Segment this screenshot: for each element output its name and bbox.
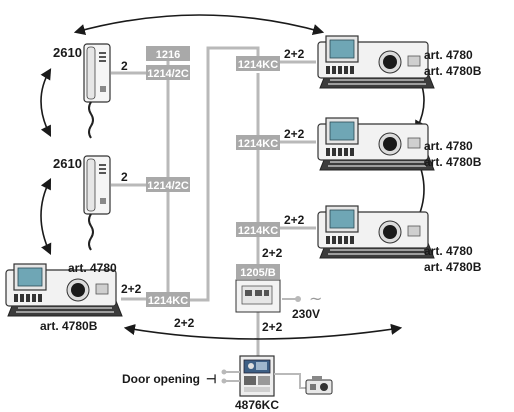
door-entry-panel: 4876KC bbox=[235, 355, 279, 412]
panel-bus-wires: 2+2 bbox=[262, 320, 283, 334]
left-monitor-wires: 2+2 bbox=[121, 282, 142, 296]
module-1214kc-top: 1214KC bbox=[236, 56, 280, 71]
right-monitor-2-art: art. 4780 bbox=[424, 139, 473, 153]
svg-text:1216: 1216 bbox=[156, 49, 180, 61]
power-supply-label: 1205/B bbox=[240, 267, 276, 279]
module-1214-2c-a: 1214/2C bbox=[146, 65, 190, 80]
handset-1-wires: 2 bbox=[121, 59, 128, 73]
intercom-handset-icon bbox=[83, 155, 111, 251]
video-monitor-icon bbox=[317, 35, 435, 89]
handset-2-label: 2610 bbox=[53, 156, 82, 171]
handset-2: 2610 2 bbox=[53, 155, 128, 251]
handset-1: 2610 2 bbox=[53, 43, 128, 139]
right-monitor-1-art-b: art. 4780B bbox=[424, 64, 482, 78]
left-monitor-art: art. 4780 bbox=[68, 261, 117, 275]
svg-text:1214/2C: 1214/2C bbox=[147, 68, 189, 80]
svg-text:1214KC: 1214KC bbox=[238, 138, 278, 150]
svg-text:1214/2C: 1214/2C bbox=[147, 180, 189, 192]
module-1214kc-bot: 1214KC bbox=[236, 222, 280, 237]
bot-monitor-wires: 2+2 bbox=[284, 213, 305, 227]
svg-text:1214KC: 1214KC bbox=[238, 59, 278, 71]
ac-symbol-icon: ~ bbox=[309, 289, 322, 308]
door-opening-symbol: ⊣ bbox=[206, 372, 216, 386]
right-monitor-3-art-b: art. 4780B bbox=[424, 260, 482, 274]
module-1214kc-mid: 1214KC bbox=[236, 135, 280, 150]
intercom-handset-icon bbox=[83, 43, 111, 139]
svg-text:1214KC: 1214KC bbox=[148, 295, 188, 307]
door-opening-label: Door opening bbox=[122, 372, 200, 386]
module-1214kc-left: 1214KC bbox=[146, 292, 190, 307]
video-monitor-icon bbox=[317, 205, 435, 259]
bus-lines bbox=[111, 46, 316, 356]
left-monitor-art-b: art. 4780B bbox=[40, 319, 98, 333]
right-monitor-3-art: art. 4780 bbox=[424, 244, 473, 258]
door-opening: Door opening ⊣ bbox=[122, 369, 240, 386]
handset-2-wires: 2 bbox=[121, 170, 128, 184]
right-monitor-2-art-b: art. 4780B bbox=[424, 155, 482, 169]
panel-label: 4876KC bbox=[235, 398, 279, 412]
cctv-camera-icon bbox=[305, 376, 333, 395]
video-monitor-icon bbox=[317, 117, 435, 171]
bottom-bus-wires: 2+2 bbox=[174, 316, 195, 330]
door-entry-panel-icon bbox=[239, 355, 275, 397]
module-1214-2c-b: 1214/2C bbox=[146, 177, 190, 192]
right-monitor-1: art. 4780 art. 4780B bbox=[317, 35, 482, 89]
power-supply: 1205/B ~ 230V bbox=[235, 264, 322, 321]
right-monitor-2: art. 4780 art. 4780B bbox=[317, 117, 482, 171]
svg-text:1214KC: 1214KC bbox=[238, 225, 278, 237]
power-supply-icon bbox=[235, 279, 281, 313]
right-monitor-3: art. 4780 art. 4780B bbox=[317, 205, 482, 274]
power-230v-label: 230V bbox=[292, 307, 320, 321]
left-monitor: art. 4780 art. 4780B 2+2 bbox=[5, 261, 142, 333]
handset-1-label: 2610 bbox=[53, 45, 82, 60]
top-monitor-wires: 2+2 bbox=[284, 47, 305, 61]
mid-monitor-wires: 2+2 bbox=[284, 127, 305, 141]
bus-wires-below-kc: 2+2 bbox=[262, 246, 283, 260]
right-monitor-1-art: art. 4780 bbox=[424, 48, 473, 62]
cctv-camera bbox=[274, 373, 333, 395]
module-1216: 1216 bbox=[146, 46, 190, 61]
